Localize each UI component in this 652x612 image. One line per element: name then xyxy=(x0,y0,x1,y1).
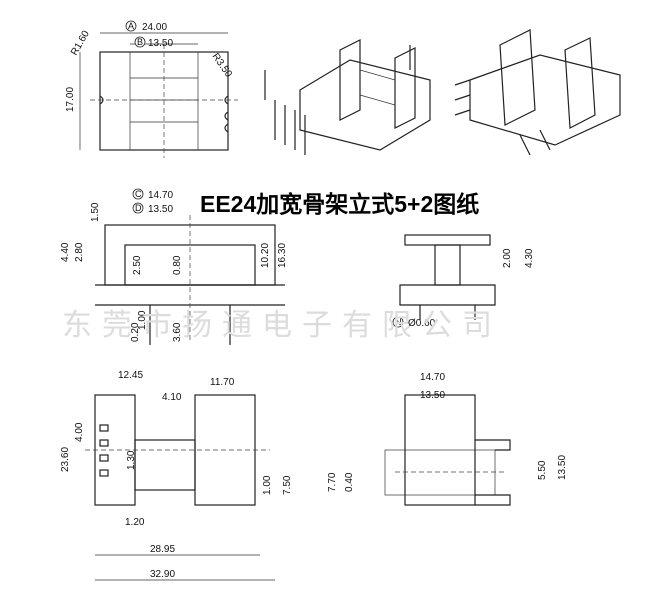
dim-section-7-70: 7.70 xyxy=(327,472,338,492)
side-view-core xyxy=(434,244,461,286)
bubble-c-label: C xyxy=(135,189,142,199)
dim-side-0-60: Ø0.60 xyxy=(408,318,436,329)
top-view-notches xyxy=(99,95,229,133)
bubble-b-label: B xyxy=(137,37,143,47)
dim-bottom-4-10: 4.10 xyxy=(162,392,182,403)
dim-bottom-1-20: 1.20 xyxy=(125,517,145,528)
dim-front-0-20: 0.20 xyxy=(130,322,141,342)
dim-side-4-30: 4.30 xyxy=(524,248,535,268)
dim-front-2-80: 2.80 xyxy=(74,242,85,262)
iso-view-2 xyxy=(454,29,621,156)
dim-bottom-7-50: 7.50 xyxy=(282,475,293,495)
dim-section-13-50: 13.50 xyxy=(420,390,445,401)
dim-top-r2: R3.50 xyxy=(210,51,235,80)
bubble-b xyxy=(134,36,146,48)
bubble-a xyxy=(125,20,137,32)
dim-bottom-12-45: 12.45 xyxy=(118,370,143,381)
dim-top-13-50: 13.50 xyxy=(148,38,173,49)
dim-top-17: 17.00 xyxy=(65,87,76,112)
dim-front-1-00: 1.00 xyxy=(137,310,148,330)
iso2-base xyxy=(469,54,621,146)
dim-front-3-60: 3.60 xyxy=(172,322,183,342)
top-view: 24.00 A 13.50 B R1.60 R3.50 17.00 xyxy=(65,20,238,158)
iso1-flanges xyxy=(339,39,416,129)
bubble-n-label: N xyxy=(395,317,402,327)
dim-section-5-50: 5.50 xyxy=(537,460,548,480)
dim-front-13-50: 13.50 xyxy=(148,204,173,215)
drawing-title: EE24加宽骨架立式5+2图纸 xyxy=(200,191,479,217)
dim-front-0-80: 0.80 xyxy=(172,255,183,275)
dim-bottom-1-30: 1.30 xyxy=(126,450,137,470)
pin-hole-2 xyxy=(99,439,109,447)
watermark: 东莞市扬通电子有限公司 xyxy=(62,308,502,343)
bubble-d xyxy=(132,202,144,214)
section-view-core xyxy=(384,449,496,496)
pin-hole-4 xyxy=(99,469,109,477)
iso1-core xyxy=(359,69,396,106)
iso2-bottom-pins xyxy=(519,129,551,156)
pin-hole-1 xyxy=(99,424,109,432)
dim-bottom-11-70: 11.70 xyxy=(210,377,235,388)
bottom-view-core xyxy=(134,439,196,491)
dim-section-13-50b: 13.50 xyxy=(557,455,568,480)
front-view: 14.70 13.50 C D 1.50 4.40 2.80 2.50 0.80… xyxy=(60,188,288,345)
iso-view-1 xyxy=(264,39,431,155)
pin-hole-3 xyxy=(99,454,109,462)
dim-front-14-70: 14.70 xyxy=(148,190,173,201)
side-view-top-flange xyxy=(404,234,491,246)
dim-bottom-32-90: 32.90 xyxy=(150,569,175,580)
dim-front-2-50: 2.50 xyxy=(132,255,143,275)
side-view: 2.00 4.30 N Ø0.60 xyxy=(392,234,535,329)
iso2-pins xyxy=(454,79,471,116)
dim-front-16-30: 16.30 xyxy=(277,243,288,268)
dim-front-1-50: 1.50 xyxy=(90,202,101,222)
dim-top-24: 24.00 xyxy=(142,22,167,33)
section-view-right-legs xyxy=(475,439,511,506)
iso1-pins xyxy=(274,100,306,155)
dim-section-0-40: 0.40 xyxy=(344,472,355,492)
bottom-view: 12.45 4.10 11.70 23.60 4.00 1.30 1.00 7.… xyxy=(60,370,293,581)
dim-bottom-1-00: 1.00 xyxy=(262,475,273,495)
dim-front-4-40: 4.40 xyxy=(60,242,71,262)
iso1-top-pins xyxy=(264,45,411,100)
iso2-flanges xyxy=(499,29,596,129)
dim-section-14-70: 14.70 xyxy=(420,372,445,383)
dim-side-2-00: 2.00 xyxy=(502,248,513,268)
dim-front-10-20: 10.20 xyxy=(260,243,271,268)
dim-bottom-28-95: 28.95 xyxy=(150,544,175,555)
iso1-base xyxy=(299,59,431,151)
bubble-d-label: D xyxy=(135,203,142,213)
side-view-base xyxy=(399,284,496,306)
bubble-a-label: A xyxy=(128,21,134,31)
dim-top-r1: R1.60 xyxy=(69,29,92,58)
section-view: 14.70 13.50 7.70 0.40 5.50 13.50 xyxy=(327,372,568,506)
dim-bottom-4-00: 4.00 xyxy=(74,422,85,442)
dim-bottom-23-60: 23.60 xyxy=(60,447,71,472)
bubble-c xyxy=(132,188,144,200)
bubble-n xyxy=(392,316,404,328)
